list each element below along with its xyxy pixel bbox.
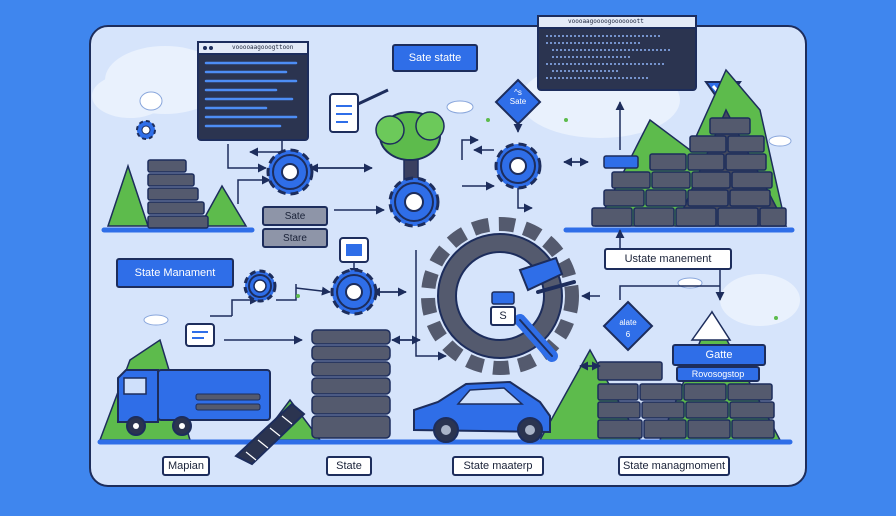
server-stack-left <box>147 159 209 229</box>
gear-icon-small <box>136 120 156 140</box>
label-bottom-2: State <box>326 456 372 476</box>
stone-wall-bottom <box>597 361 775 439</box>
wall-tag <box>603 155 639 169</box>
gear-icon-4 <box>243 269 277 303</box>
diamond-right-label-b: 6 <box>625 330 631 339</box>
gear-icon-2 <box>388 176 440 228</box>
gear-icon-5 <box>330 268 378 316</box>
conveyor-ramp-icon <box>234 402 306 466</box>
label-state-a: Sate <box>262 206 328 226</box>
connector-arrows <box>210 101 725 371</box>
label-bottom-4: State managmoment <box>618 456 730 476</box>
label-gate: Gatte <box>672 344 766 366</box>
window-right-title: voooaagoooogooooooott <box>568 18 644 25</box>
gear-icon-3 <box>494 142 542 190</box>
diamond-sign-right <box>602 300 654 352</box>
screen-icon-left <box>185 323 215 347</box>
diamond-sign-top <box>494 78 542 126</box>
diamond-right-label-a: alate <box>619 318 637 327</box>
label-left-box: State Manament <box>116 258 234 288</box>
label-bottom-3: State maaterp <box>452 456 544 476</box>
display-icon <box>339 237 369 263</box>
label-top-center: Sate statte <box>392 44 478 72</box>
label-bottom-1: Mapian <box>162 456 210 476</box>
diamond-top-label: Sate <box>509 97 527 106</box>
background-clouds <box>92 46 800 326</box>
sticky-note-icon <box>329 88 389 133</box>
bubble-s: S <box>490 306 516 326</box>
chip-icon <box>491 291 515 305</box>
server-cylinder <box>311 329 391 439</box>
car-icon <box>413 380 551 443</box>
diamond-top-sub: ^s <box>514 88 522 97</box>
label-gate-sub: Rovosogstop <box>676 366 760 382</box>
window-left-title: vooooaagooogttoon <box>232 44 294 51</box>
left-hills <box>106 163 248 227</box>
sparkle-markers <box>296 118 778 320</box>
stone-wall-top <box>591 117 787 227</box>
magnifier-icon <box>514 256 576 362</box>
code-window-right <box>537 15 697 91</box>
label-state-b: Stare <box>262 228 328 248</box>
label-top-right-box: Ustate manement <box>604 248 732 270</box>
code-window-left <box>197 41 309 141</box>
truck-icon <box>117 369 271 436</box>
gear-icon-1 <box>266 148 314 196</box>
